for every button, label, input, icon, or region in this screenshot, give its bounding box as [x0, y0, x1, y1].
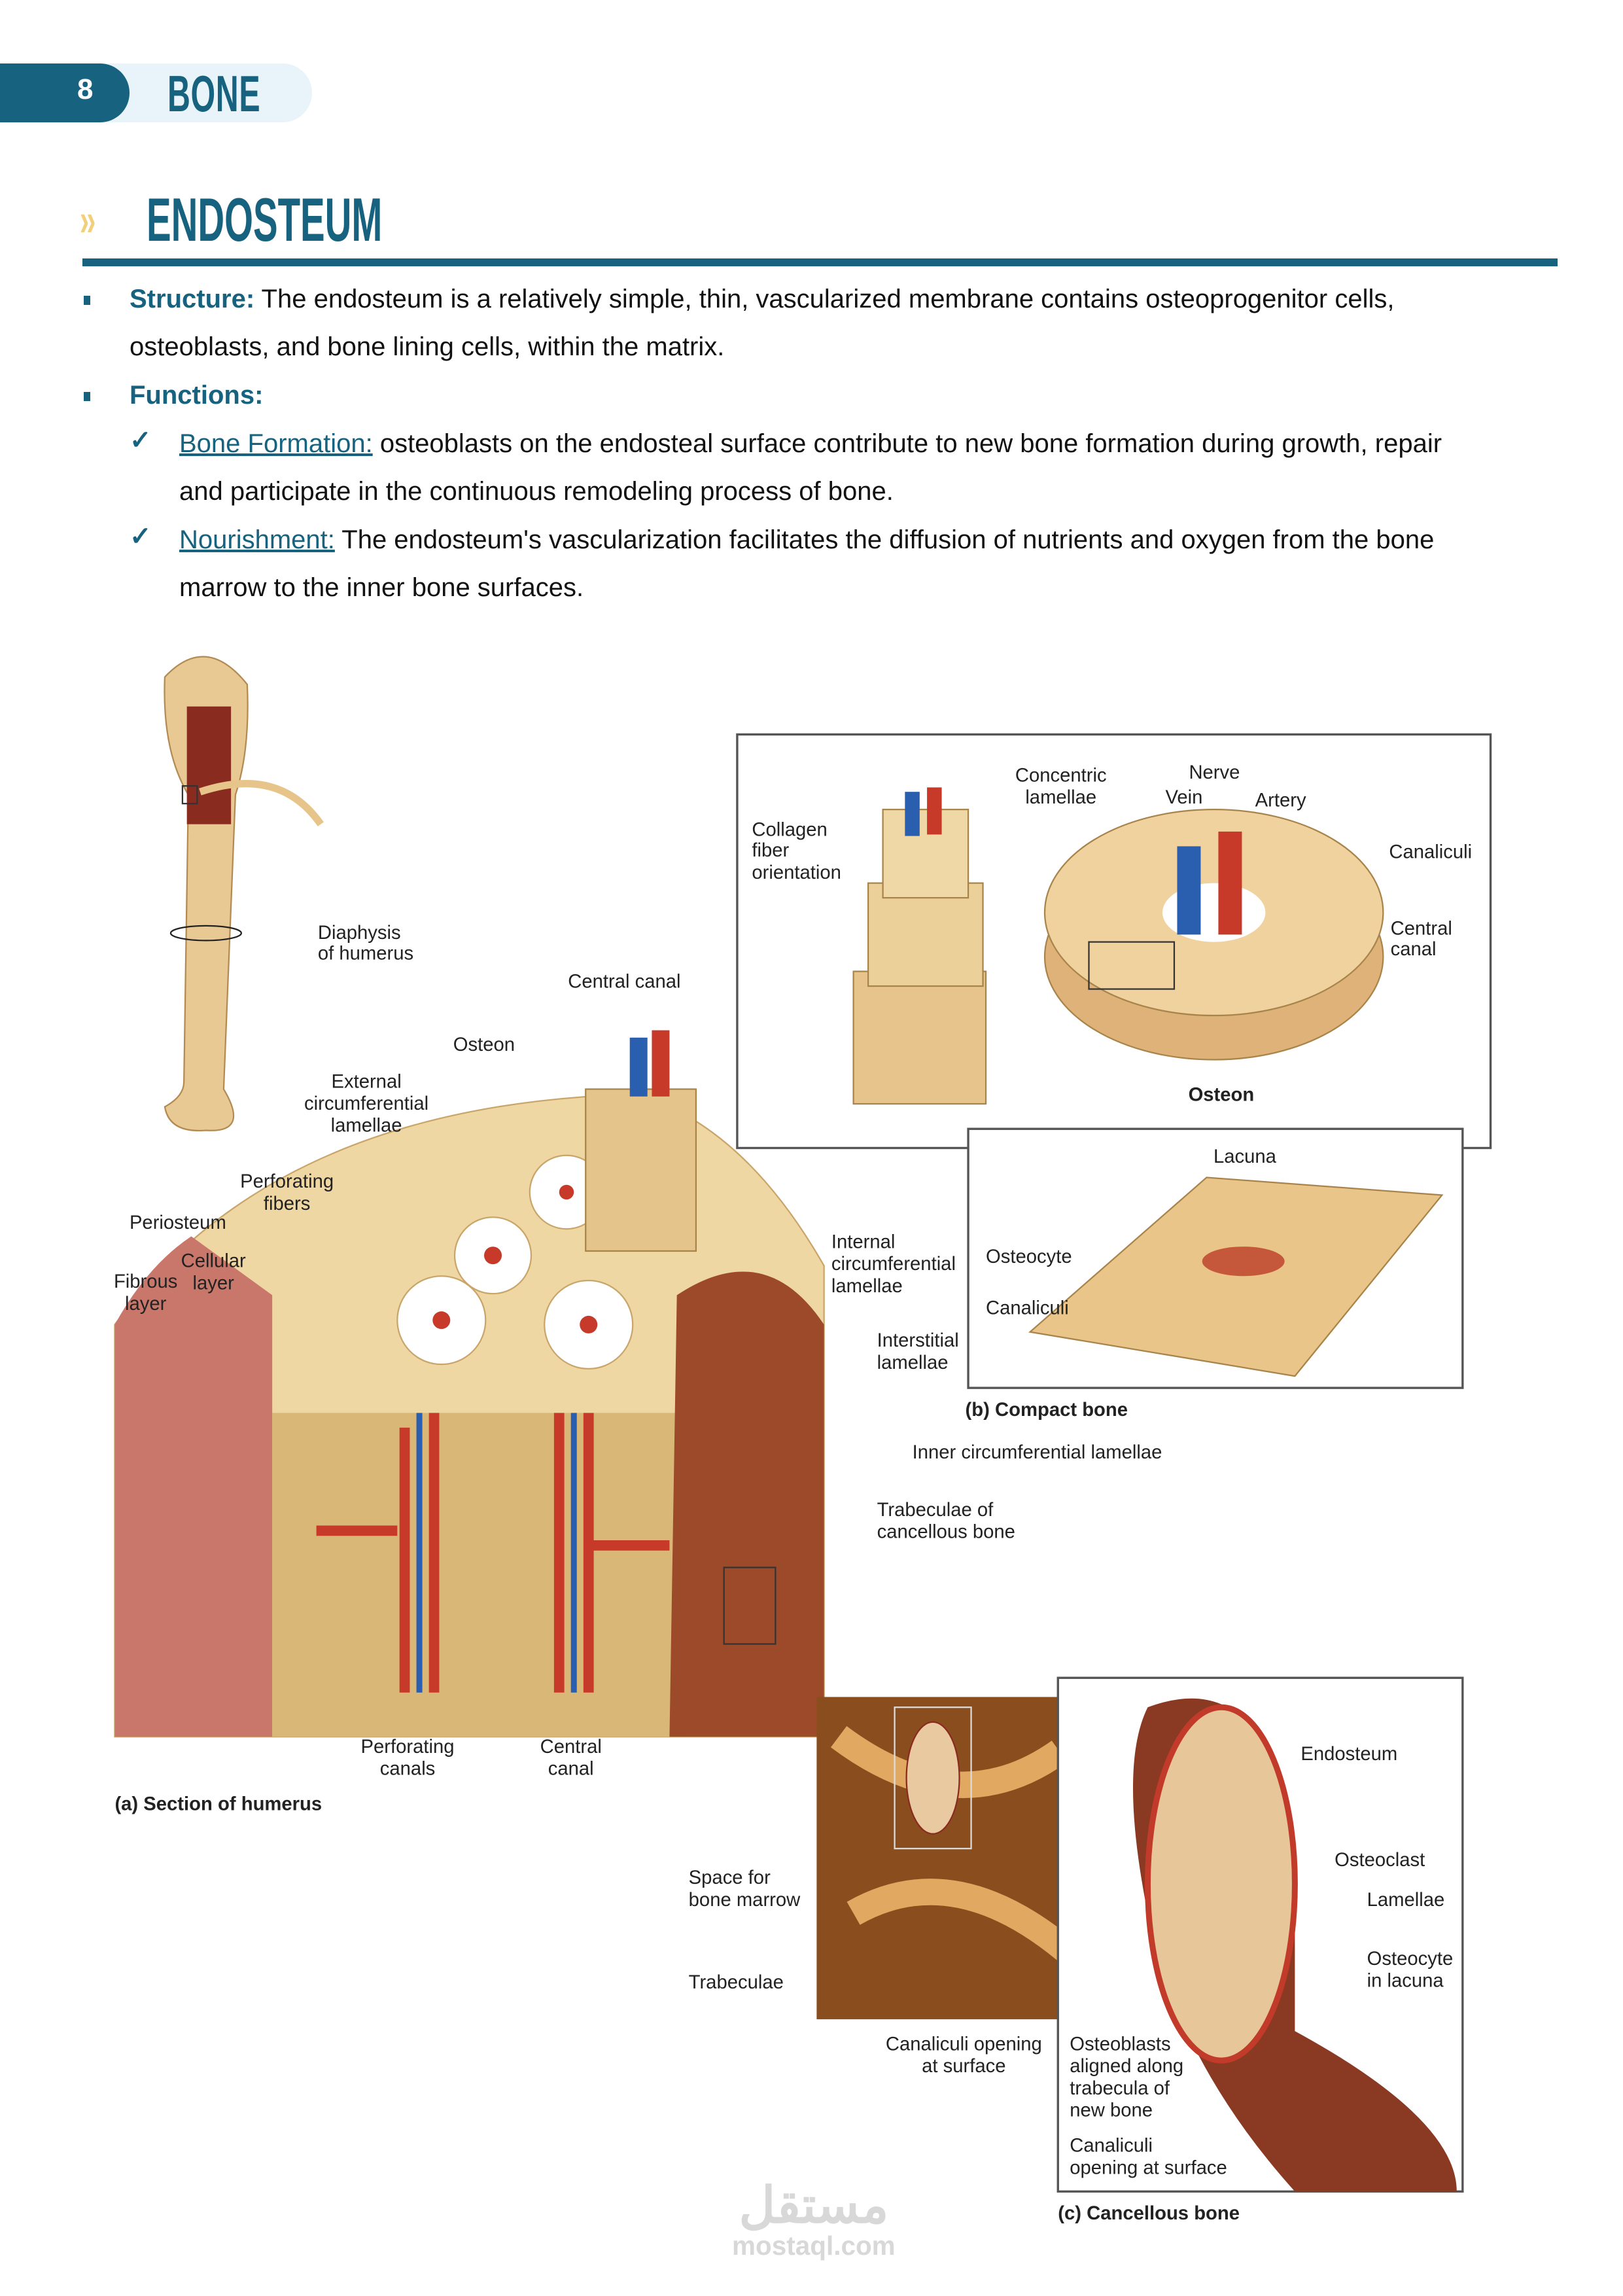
caption-c: (c) Cancellous bone	[1058, 2203, 1240, 2224]
label-nerve: Nerve	[1189, 762, 1240, 783]
label-perforating-canals-2: canals	[380, 1759, 436, 1780]
label-endosteum: Endosteum	[1300, 1744, 1397, 1765]
label-internal-lamellae: Internal	[831, 1231, 896, 1252]
chevron-icon: ››	[80, 194, 96, 245]
cancellous-inset	[816, 1676, 1464, 2193]
humerus-illustration	[164, 656, 324, 1132]
watermark-arabic: مستقل	[739, 2178, 888, 2234]
label-central-canal: Central canal	[568, 971, 680, 992]
label-osteon: Osteon	[453, 1034, 515, 1055]
label-inner-lamellae: Inner circumferential lamellae	[913, 1442, 1162, 1463]
label-perforating-fibers-2: fibers	[264, 1193, 311, 1214]
label-central-canal-bottom-2: canal	[548, 1759, 594, 1780]
label-diaphysis: Diaphysis	[318, 923, 401, 944]
check-icon: ✓	[130, 522, 152, 551]
label-collagen-3: orientation	[752, 862, 841, 883]
label-canaliculi-opening: Canaliculi opening	[886, 2034, 1042, 2055]
label-b-central-canal-2: canal	[1391, 939, 1437, 960]
label-perforating-canals: Perforating	[361, 1737, 455, 1757]
label-fibrous-layer: Fibrous	[114, 1271, 177, 1292]
label-c-trabeculae: Trabeculae	[689, 1972, 784, 1993]
osteon-inset	[736, 733, 1492, 1389]
label-internal-lamellae-2: circumferential	[831, 1254, 956, 1275]
label-interstitial: Interstitial	[877, 1330, 959, 1351]
label-canaliculi: Canaliculi	[1389, 841, 1472, 862]
structure-label: Structure:	[130, 285, 255, 313]
nourishment-line-2: marrow to the inner bone surfaces.	[179, 573, 584, 602]
watermark-latin: mostaql.com	[732, 2231, 896, 2261]
page-number: 8	[77, 73, 94, 105]
label-artery: Artery	[1255, 790, 1306, 811]
structure-text: The endosteum is a relatively simple, th…	[254, 285, 1395, 313]
label-collagen: Collagen	[752, 820, 827, 841]
label-osteoclast: Osteoclast	[1335, 1850, 1425, 1871]
caption-b: (b) Compact bone	[966, 1400, 1128, 1421]
label-perforating-fibers: Perforating	[240, 1171, 334, 1192]
label-external-lamellae: External	[331, 1071, 401, 1092]
caption-a: (a) Section of humerus	[114, 1794, 322, 1815]
bone-formation-link[interactable]: Bone Formation:	[179, 429, 373, 458]
label-cellular-layer: Cellular	[181, 1251, 246, 1272]
label-central-canal-bottom: Central	[540, 1737, 602, 1757]
label-space-marrow: Space for	[689, 1867, 771, 1888]
label-internal-lamellae-3: lamellae	[831, 1276, 903, 1297]
label-osteoblasts-2: aligned along	[1070, 2056, 1183, 2077]
label-concentric: Concentric	[1015, 765, 1107, 786]
label-external-lamellae-3: lamellae	[331, 1116, 402, 1137]
bone-formation-line-1: Bone Formation: osteoblasts on the endos…	[179, 429, 1442, 459]
label-c-osteocyte-2: in lacuna	[1367, 1971, 1444, 1992]
check-icon: ✓	[130, 426, 152, 455]
label-osteocyte: Osteocyte	[986, 1246, 1072, 1267]
label-trabeculae: Trabeculae of	[877, 1500, 994, 1521]
label-concentric-2: lamellae	[1025, 787, 1096, 808]
section-title: ENDOSTEUM	[147, 185, 383, 254]
page-number-tab	[0, 63, 130, 122]
structure-line-2: osteoblasts, and bone lining cells, with…	[130, 332, 725, 361]
label-osteoblasts-4: new bone	[1070, 2100, 1153, 2121]
label-external-lamellae-2: circumferential	[304, 1093, 428, 1114]
nourishment-link[interactable]: Nourishment:	[179, 525, 335, 554]
label-interstitial-2: lamellae	[877, 1352, 949, 1373]
label-osteoblasts-3: trabecula of	[1070, 2078, 1170, 2099]
label-c-canaliculi-2: opening at surface	[1070, 2157, 1227, 2178]
label-b-osteon: Osteon	[1189, 1085, 1255, 1106]
label-trabeculae-2: cancellous bone	[877, 1522, 1015, 1543]
label-cellular-layer-2: layer	[192, 1273, 234, 1294]
bone-formation-text: osteoblasts on the endosteal surface con…	[372, 429, 1442, 458]
label-c-osteocyte: Osteocyte	[1367, 1949, 1454, 1969]
bullet-icon	[84, 392, 90, 401]
nourishment-text: The endosteum's vascularization facilita…	[334, 525, 1435, 554]
label-osteoblasts: Osteoblasts	[1070, 2034, 1170, 2055]
figure-labels: Diaphysis of humerus Central canal Osteo…	[114, 762, 1472, 2261]
label-lacuna: Lacuna	[1213, 1146, 1277, 1167]
label-b-central-canal: Central	[1391, 918, 1452, 939]
heading-divider	[82, 258, 1558, 266]
bone-formation-line-2: and participate in the continuous remode…	[179, 477, 894, 506]
bullet-icon	[84, 296, 90, 305]
nourishment-line-1: Nourishment: The endosteum's vasculariza…	[179, 525, 1434, 555]
functions-label: Functions:	[130, 381, 264, 410]
compact-bone-section	[114, 1030, 825, 1738]
label-canaliculi-opening-2: at surface	[922, 2056, 1005, 2077]
label-canaliculi-2: Canaliculi	[986, 1298, 1069, 1319]
label-vein: Vein	[1165, 787, 1202, 808]
structure-line-1: Structure: The endosteum is a relatively…	[130, 285, 1394, 314]
label-collagen-2: fiber	[752, 840, 789, 861]
label-c-canaliculi: Canaliculi	[1070, 2136, 1153, 2157]
label-space-marrow-2: bone marrow	[689, 1890, 801, 1911]
label-lamellae: Lamellae	[1367, 1890, 1445, 1911]
label-diaphysis-2: of humerus	[318, 944, 413, 964]
label-periosteum: Periosteum	[130, 1212, 226, 1233]
chapter-title: BONE	[167, 65, 261, 122]
label-fibrous-layer-2: layer	[125, 1294, 167, 1315]
